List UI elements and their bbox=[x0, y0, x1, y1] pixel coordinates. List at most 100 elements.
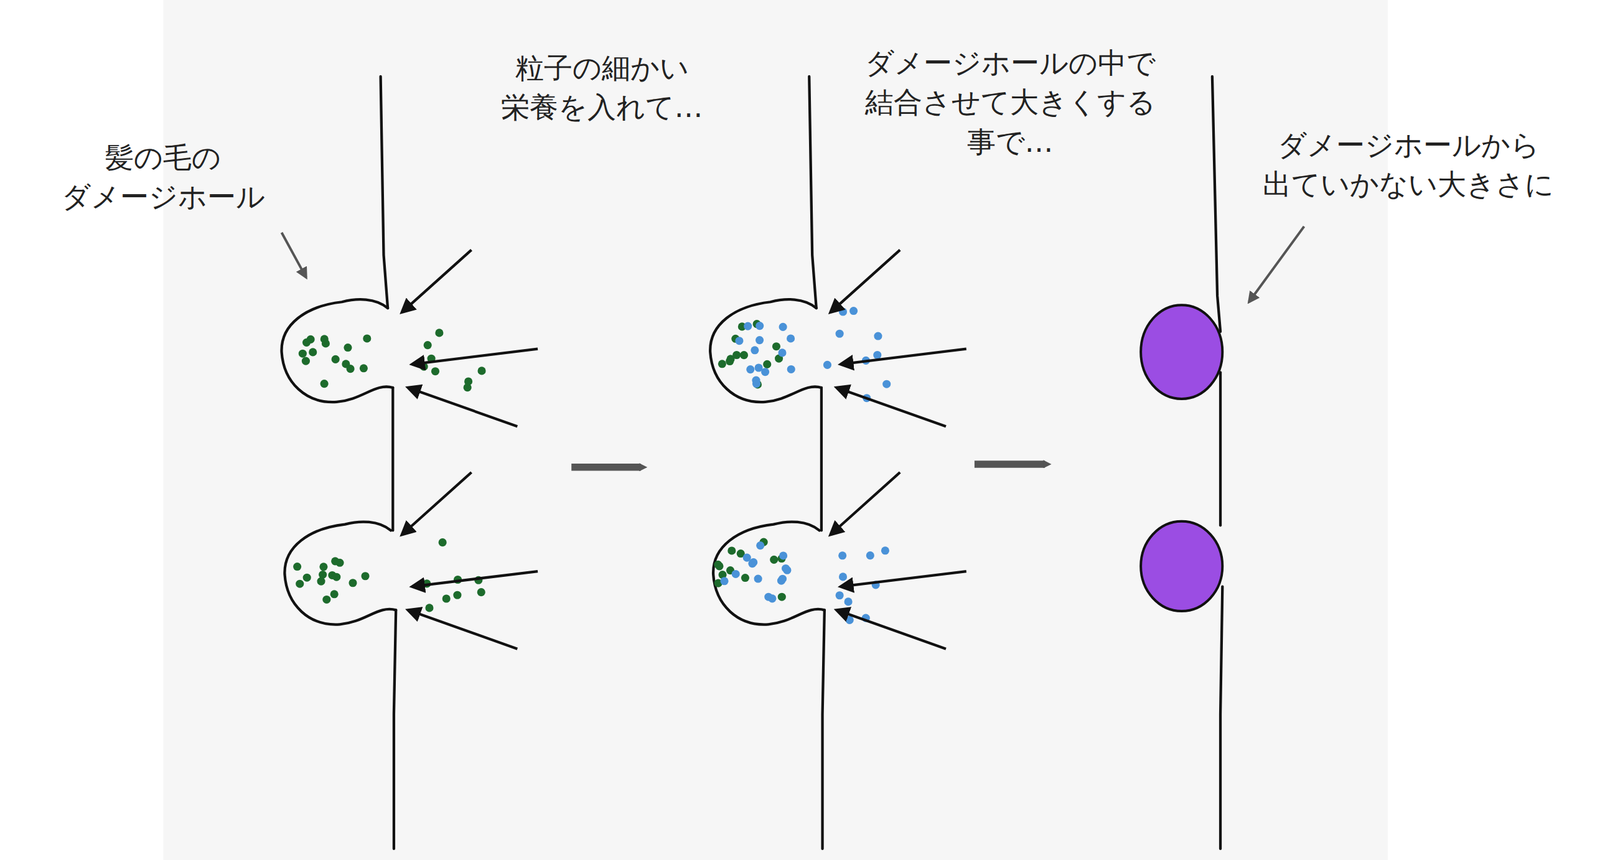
hair-line bbox=[1220, 586, 1223, 849]
damage-hole bbox=[281, 299, 394, 403]
nutrient-dot bbox=[755, 336, 764, 345]
inflow-arrow bbox=[830, 472, 900, 535]
bonded-particle bbox=[1140, 521, 1223, 612]
inflow-arrow bbox=[408, 609, 518, 649]
hair-strands bbox=[281, 76, 1223, 849]
nutrient-dot bbox=[882, 380, 891, 389]
step-arrow bbox=[571, 463, 641, 471]
nutrient-dot bbox=[777, 593, 786, 602]
nutrient-dot bbox=[316, 577, 325, 586]
nutrient-dot bbox=[726, 354, 735, 363]
leader-line bbox=[1249, 226, 1305, 302]
nutrient-dot bbox=[343, 343, 352, 352]
nutrient-dot bbox=[741, 573, 750, 582]
nutrient-dot bbox=[327, 571, 337, 580]
nutrient-dot bbox=[425, 603, 434, 612]
nutrient-dot bbox=[743, 322, 752, 331]
nutrient-dot bbox=[295, 580, 304, 589]
damage-hole bbox=[710, 299, 822, 403]
nutrient-dot bbox=[320, 334, 329, 343]
nutrient-dot bbox=[442, 594, 451, 603]
inflow-arrow bbox=[830, 250, 900, 313]
nutrient-dot bbox=[301, 357, 310, 366]
hair-line bbox=[820, 387, 823, 531]
nutrient-dot bbox=[873, 331, 882, 340]
hair-line bbox=[809, 76, 816, 309]
nutrient-dot bbox=[438, 538, 447, 547]
step-arrow bbox=[974, 460, 1045, 468]
nutrient-dot bbox=[734, 336, 744, 345]
damage-hole bbox=[284, 522, 396, 625]
nutrient-dot bbox=[453, 591, 462, 600]
nutrient-dot bbox=[348, 578, 357, 587]
nutrient-dot bbox=[838, 572, 847, 581]
nutrient-dot bbox=[835, 329, 844, 338]
hair-line bbox=[391, 387, 394, 531]
nutrient-dot bbox=[464, 377, 473, 386]
inflow-arrow bbox=[840, 349, 967, 365]
inflow-arrow bbox=[840, 571, 967, 587]
nutrient-dots bbox=[293, 306, 891, 625]
nutrient-dot bbox=[713, 560, 722, 569]
bonded-particle bbox=[1140, 304, 1223, 399]
nutrient-dot bbox=[302, 338, 311, 347]
hair-line bbox=[1212, 76, 1221, 332]
note-text: 髪の毛の ダメージホール bbox=[51, 138, 276, 218]
nutrient-dot bbox=[778, 575, 787, 584]
nutrient-dot bbox=[308, 347, 317, 356]
nutrient-dot bbox=[752, 379, 761, 388]
nutrient-dot bbox=[838, 307, 847, 316]
nutrient-dot bbox=[319, 562, 328, 571]
nutrient-dot bbox=[739, 350, 749, 360]
nutrient-dot bbox=[331, 556, 340, 566]
nutrient-dot bbox=[435, 328, 444, 337]
nutrient-dot bbox=[746, 365, 755, 374]
note-text: 粒子の細かい 栄養を入れて… bbox=[489, 48, 714, 128]
nutrient-dot bbox=[477, 366, 487, 375]
nutrient-dot bbox=[322, 595, 331, 604]
nutrient-dot bbox=[346, 364, 355, 373]
nutrient-dot bbox=[823, 360, 832, 370]
nutrient-dot bbox=[769, 555, 778, 564]
nutrient-dot bbox=[750, 346, 759, 355]
nutrient-dot bbox=[298, 349, 307, 358]
inflow-arrows bbox=[402, 250, 967, 650]
nutrient-dot bbox=[755, 321, 764, 330]
inflow-arrow bbox=[408, 387, 518, 427]
hair-line bbox=[380, 76, 388, 309]
nutrient-dot bbox=[727, 546, 736, 555]
inflow-arrow bbox=[837, 609, 946, 649]
nutrient-dot bbox=[360, 571, 370, 581]
nutrient-dot bbox=[767, 594, 777, 603]
inflow-arrow bbox=[411, 571, 538, 587]
nutrient-dot bbox=[835, 591, 844, 600]
nutrient-dot bbox=[881, 546, 890, 555]
nutrient-dot bbox=[718, 359, 727, 368]
inflow-arrow bbox=[402, 250, 472, 313]
hair-line bbox=[1219, 372, 1222, 526]
nutrient-dot bbox=[749, 558, 758, 567]
nutrient-dot bbox=[845, 616, 854, 625]
nutrient-dot bbox=[779, 322, 788, 332]
nutrient-dot bbox=[362, 334, 371, 343]
damage-hole bbox=[713, 522, 825, 625]
nutrient-dot bbox=[477, 588, 486, 597]
nutrient-dot bbox=[762, 360, 772, 369]
nutrient-dot bbox=[731, 570, 740, 579]
nutrient-dot bbox=[756, 541, 765, 550]
nutrient-dot bbox=[293, 562, 302, 571]
nutrient-dot bbox=[431, 367, 440, 376]
nutrient-dot bbox=[786, 334, 795, 343]
leader-line bbox=[281, 232, 307, 278]
nutrient-dot bbox=[866, 551, 875, 560]
nutrient-dot bbox=[787, 365, 796, 374]
note-text: ダメージホールから 出ていかない大きさに bbox=[1252, 125, 1564, 205]
nutrient-dot bbox=[303, 573, 312, 582]
nutrient-dot bbox=[423, 341, 432, 350]
nutrient-dot bbox=[777, 348, 786, 357]
note-text: ダメージホールの中で 結合させて大きくする 事で… bbox=[854, 43, 1166, 162]
nutrient-dot bbox=[843, 597, 852, 606]
nutrient-dot bbox=[779, 551, 788, 560]
nutrient-dot bbox=[761, 367, 770, 376]
